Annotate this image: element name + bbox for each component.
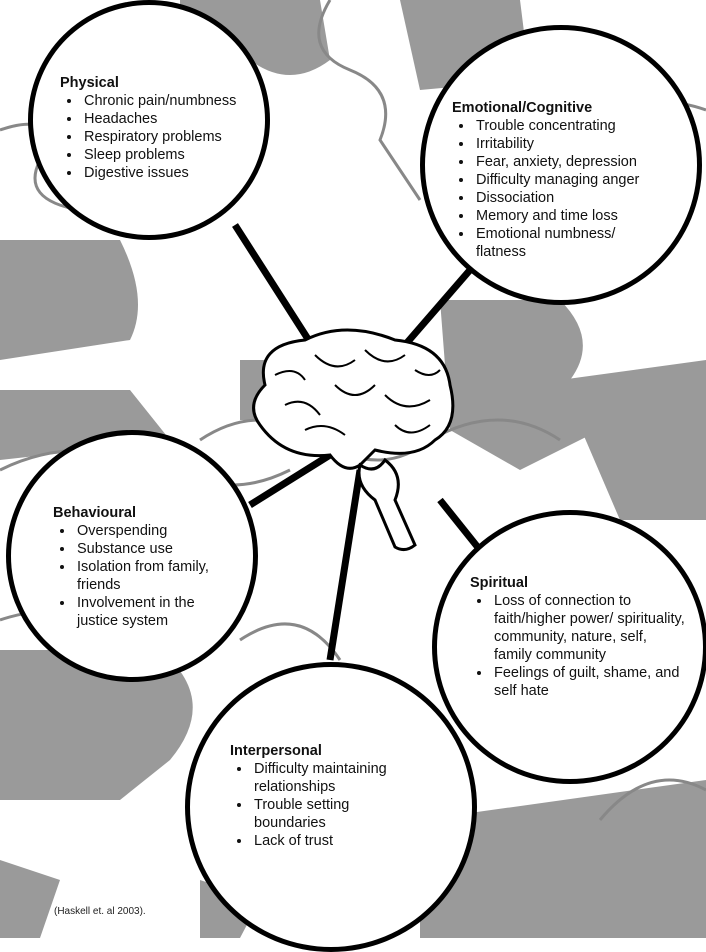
behavioural-circle [6, 430, 258, 682]
list-item: Fear, anxiety, depression [474, 153, 682, 171]
list-item: Lack of trust [252, 832, 430, 850]
list-item: Difficulty managing anger [474, 171, 682, 189]
list-item: Memory and time loss [474, 207, 682, 225]
list-item: Emotional numbness/ flatness [474, 225, 656, 261]
brain-icon [252, 328, 455, 552]
section-title: Interpersonal [230, 743, 322, 759]
list-item: Digestive issues [82, 164, 270, 182]
section-title: Behavioural [53, 505, 136, 521]
list-item: Sleep problems [82, 146, 270, 164]
list-item: Irritability [474, 135, 682, 153]
spiritual-circle [432, 510, 706, 784]
list-item: Overspending [75, 522, 243, 540]
emotional-circle [420, 25, 702, 305]
list-item: Involvement in the justice system [75, 594, 227, 630]
emotional-section: Emotional/Cognitive Trouble concentratin… [452, 99, 682, 261]
interpersonal-section: Interpersonal Difficulty maintaining rel… [230, 742, 430, 850]
section-title: Physical [60, 75, 119, 91]
physical-circle [28, 0, 270, 240]
list-item: Chronic pain/numbness [82, 92, 270, 110]
section-title: Spiritual [470, 575, 529, 591]
list-item: Headaches [82, 110, 270, 128]
list-item: Difficulty maintaining relationships [252, 760, 430, 796]
list-item: Loss of connection to faith/higher power… [492, 592, 685, 664]
list-item: Trouble setting boundaries [252, 796, 384, 832]
list-item: Dissociation [474, 189, 682, 207]
list-item: Feelings of guilt, shame, and self hate [492, 664, 685, 700]
physical-section: Physical Chronic pain/numbness Headaches… [60, 74, 270, 182]
section-title: Emotional/Cognitive [452, 100, 593, 116]
connector-lines [232, 223, 483, 661]
citation: (Haskell et. al 2003). [54, 906, 146, 917]
list-item: Isolation from family, friends [75, 558, 243, 594]
list-item: Respiratory problems [82, 128, 270, 146]
behavioural-section: Behavioural Overspending Substance use I… [53, 504, 243, 630]
interpersonal-circle [185, 662, 477, 952]
spiritual-section: Spiritual Loss of connection to faith/hi… [470, 574, 685, 700]
list-item: Trouble concentrating [474, 117, 682, 135]
list-item: Substance use [75, 540, 243, 558]
